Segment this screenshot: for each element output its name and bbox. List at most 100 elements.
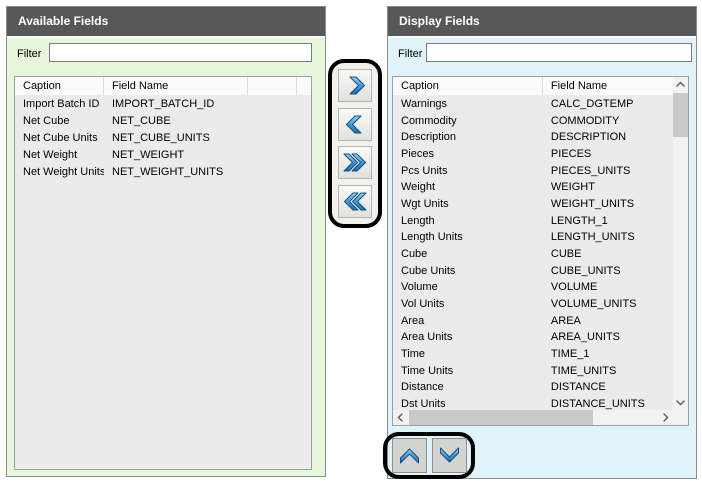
item-field-name: AREA_UNITS	[550, 331, 620, 344]
item-caption: Weight	[401, 181, 436, 194]
item-field-name: CUBE	[550, 248, 582, 261]
item-caption: Pcs Units	[401, 164, 448, 177]
item-field-name: LENGTH_1	[550, 214, 608, 227]
item-caption: Description	[401, 131, 457, 144]
horizontal-scroll-thumb[interactable]	[409, 410, 593, 425]
display-list-item[interactable]: Dst Units DISTANCE_UNITS	[393, 396, 673, 413]
display-fields-list: Caption Field Name Warnings CALC_DGTEMP …	[392, 76, 689, 426]
transfer-buttons-group	[328, 59, 382, 228]
item-caption: Area Units	[401, 331, 453, 344]
double-chevron-right-icon	[343, 153, 366, 172]
column-header-field-name[interactable]: Field Name	[550, 80, 608, 92]
column-header-field-name[interactable]: Field Name	[104, 77, 248, 95]
vertical-scrollbar[interactable]	[673, 77, 688, 410]
move-down-button[interactable]	[431, 438, 467, 473]
available-list-item[interactable]: Net Weight NET_WEIGHT	[15, 147, 311, 164]
display-list-item[interactable]: Length Units LENGTH_UNITS	[393, 229, 673, 246]
item-field-name: WEIGHT	[550, 181, 595, 194]
display-list-item[interactable]: Distance DISTANCE	[393, 379, 673, 396]
item-caption: Dst Units	[401, 398, 446, 411]
double-chevron-left-icon	[344, 192, 367, 211]
display-fields-panel: Display Fields Filter Caption Field Name…	[387, 6, 697, 479]
item-caption: Area	[401, 314, 425, 327]
item-caption: Wgt Units	[401, 198, 449, 211]
item-field-name: VOLUME_UNITS	[550, 298, 637, 311]
display-list-item[interactable]: Weight WEIGHT	[393, 179, 673, 196]
chevron-down-icon	[439, 447, 459, 463]
horizontal-scrollbar[interactable]	[393, 410, 673, 425]
item-field-name: LENGTH_UNITS	[550, 231, 635, 244]
item-field-name: PIECES	[550, 148, 592, 161]
move-selected-left-button[interactable]	[338, 107, 372, 141]
list-column-header-row: Caption Field Name	[15, 77, 311, 96]
move-all-right-button[interactable]	[338, 146, 372, 180]
available-fields-panel: Available Fields Filter Caption Field Na…	[6, 6, 326, 477]
item-field-name: VOLUME	[550, 281, 598, 294]
display-list-item[interactable]: Cube CUBE	[393, 246, 673, 263]
available-list-item[interactable]: Net Cube Units NET_CUBE_UNITS	[15, 130, 311, 147]
display-list-item[interactable]: Time Units TIME_UNITS	[393, 363, 673, 380]
chevron-up-icon	[399, 448, 419, 464]
display-list-item[interactable]: Commodity COMMODITY	[393, 113, 673, 130]
reorder-buttons-group	[383, 432, 475, 479]
item-caption: Time Units	[401, 364, 454, 377]
available-fields-title: Available Fields	[7, 7, 325, 38]
item-field-name: COMMODITY	[550, 114, 620, 127]
available-filter-input[interactable]	[49, 43, 312, 62]
display-list-item[interactable]: Volume VOLUME	[393, 279, 673, 296]
display-list-item[interactable]: Pcs Units PIECES_UNITS	[393, 163, 673, 180]
display-list-item[interactable]: Warnings CALC_DGTEMP	[393, 96, 673, 113]
available-list-item[interactable]: Import Batch ID IMPORT_BATCH_ID	[15, 96, 311, 113]
move-selected-right-button[interactable]	[338, 68, 372, 102]
move-all-left-button[interactable]	[338, 185, 372, 219]
scroll-right-arrow[interactable]	[658, 410, 673, 425]
available-list-item[interactable]: Net Weight Units NET_WEIGHT_UNITS	[15, 164, 311, 181]
item-caption: Length	[401, 214, 435, 227]
item-field-name: CALC_DGTEMP	[550, 98, 634, 110]
item-caption: Distance	[401, 381, 444, 394]
item-field-name: NET_WEIGHT_UNITS	[112, 166, 224, 178]
display-list-item[interactable]: Pieces PIECES	[393, 146, 673, 163]
scroll-up-arrow[interactable]	[673, 77, 688, 92]
display-list-item[interactable]: Cube Units CUBE_UNITS	[393, 263, 673, 280]
item-caption: Pieces	[401, 148, 435, 161]
column-header-filler	[297, 77, 311, 95]
vertical-scroll-thumb[interactable]	[673, 93, 688, 137]
scrollbar-up-icon	[676, 81, 685, 87]
item-caption: Import Batch ID	[23, 98, 100, 110]
display-list-item[interactable]: Length LENGTH_1	[393, 213, 673, 230]
scrollbar-corner	[673, 410, 688, 425]
item-field-name: CUBE_UNITS	[550, 264, 621, 277]
move-up-button[interactable]	[391, 438, 427, 473]
chevron-left-icon	[345, 115, 361, 134]
scroll-left-arrow[interactable]	[393, 410, 408, 425]
item-caption: Vol Units	[401, 298, 445, 311]
item-caption: Net Weight Units	[23, 166, 104, 178]
list-column-header-row: Caption Field Name	[393, 77, 673, 96]
item-caption: Cube	[401, 248, 428, 261]
item-field-name: TIME_1	[550, 348, 590, 361]
item-caption: Net Cube Units	[23, 132, 98, 144]
display-list-item[interactable]: Area Units AREA_UNITS	[393, 329, 673, 346]
available-rows: Import Batch ID IMPORT_BATCH_ID Net Cube…	[15, 96, 311, 181]
item-caption: Commodity	[401, 114, 457, 127]
display-list-item[interactable]: Time TIME_1	[393, 346, 673, 363]
item-field-name: DESCRIPTION	[550, 131, 627, 144]
item-caption: Cube Units	[401, 264, 456, 277]
item-caption: Volume	[401, 281, 438, 294]
item-field-name: TIME_UNITS	[550, 364, 617, 377]
display-list-item[interactable]: Description DESCRIPTION	[393, 129, 673, 146]
scroll-down-arrow[interactable]	[673, 395, 688, 410]
filter-label: Filter	[398, 48, 423, 60]
display-list-item[interactable]: Vol Units VOLUME_UNITS	[393, 296, 673, 313]
column-header-caption[interactable]: Caption	[15, 77, 104, 95]
chevron-right-icon	[349, 76, 365, 95]
scrollbar-left-icon	[397, 413, 403, 422]
display-list-item[interactable]: Area AREA	[393, 313, 673, 330]
item-caption: Time	[401, 348, 426, 361]
column-header-empty	[248, 77, 297, 95]
available-list-item[interactable]: Net Cube NET_CUBE	[15, 113, 311, 130]
column-header-caption[interactable]: Caption	[393, 77, 543, 95]
display-filter-input[interactable]	[426, 43, 692, 62]
display-list-item[interactable]: Wgt Units WEIGHT_UNITS	[393, 196, 673, 213]
